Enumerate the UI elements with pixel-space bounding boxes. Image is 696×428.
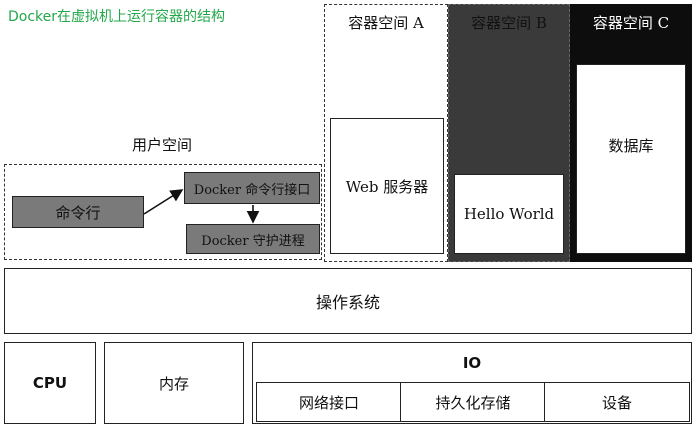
hello-world-box: Hello World	[454, 174, 564, 254]
container-a-title: 容器空间 A	[348, 13, 424, 32]
container-c-title: 容器空间 C	[592, 13, 670, 32]
database-box: 数据库	[576, 64, 686, 254]
devices-box: 设备	[544, 382, 690, 422]
io-label: IO	[462, 354, 482, 372]
persistent-storage-box: 持久化存储	[400, 382, 546, 422]
user-space-region	[4, 164, 322, 260]
network-interface-box: 网络接口	[256, 382, 402, 422]
container-b-title: 容器空间 B	[471, 13, 547, 32]
web-server-box: Web 服务器	[330, 118, 444, 254]
cpu-box: CPU	[4, 342, 96, 424]
diagram-caption: Docker在虚拟机上运行容器的结构	[8, 9, 226, 25]
operating-system-box: 操作系统	[4, 268, 692, 334]
memory-box: 内存	[104, 342, 244, 424]
docker-daemon-box: Docker 守护进程	[186, 224, 320, 254]
cli-box: 命令行	[12, 196, 144, 228]
user-space-label: 用户空间	[131, 136, 192, 154]
docker-cli-box: Docker 命令行接口	[184, 172, 320, 204]
